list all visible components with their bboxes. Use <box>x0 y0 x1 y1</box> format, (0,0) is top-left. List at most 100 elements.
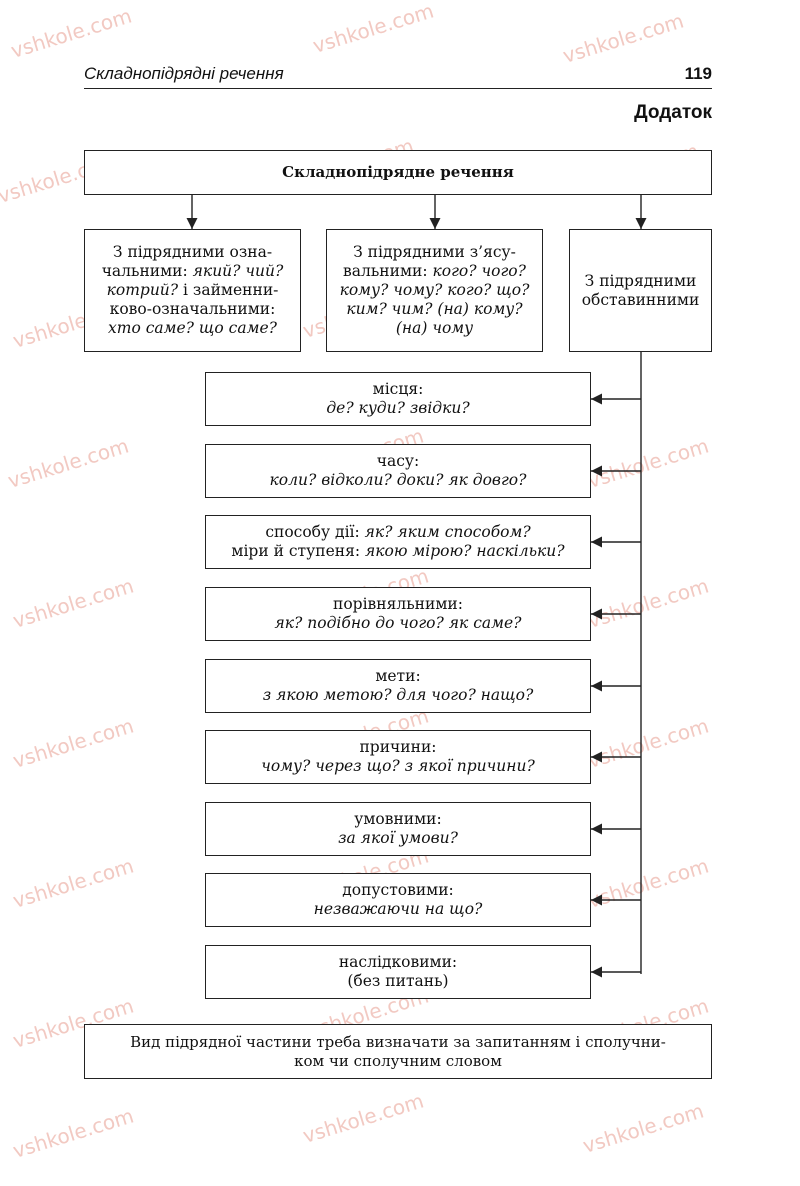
adverbial-type-label: мети:з якою метою? для чого? нащо? <box>257 667 540 705</box>
label-text: способу дії: <box>265 523 365 541</box>
adverbial-type-node: мети:з якою метою? для чого? нащо? <box>205 659 591 713</box>
label-text: обставинними <box>581 290 700 309</box>
label-text: наслідковими: <box>338 953 458 971</box>
adverbial-type-label: умовними:за якої умови? <box>332 810 464 848</box>
label-text: причини: <box>359 738 437 756</box>
question-text: хто саме? що саме? <box>108 319 277 337</box>
adverbial-type-node: допустовими:незважаючи на що? <box>205 873 591 927</box>
text-line: котрий? і займенни- <box>102 281 284 300</box>
text-line: чому? через що? з якої причини? <box>261 757 535 776</box>
adverbial-type-node: умовними:за якої умови? <box>205 802 591 856</box>
text-line: ким? чим? (на) кому? <box>340 300 530 319</box>
adverbial-type-label: способу дії: як? яким способом?міри й ст… <box>225 523 570 561</box>
text-line: наслідковими: <box>339 953 457 972</box>
text-line: хто саме? що саме? <box>102 319 284 338</box>
label-text: умовними: <box>354 810 442 828</box>
adverbial-type-node: місця:де? куди? звідки? <box>205 372 591 426</box>
attributive-node: З підрядними озна-чальними: який? чий?ко… <box>84 229 301 352</box>
explanatory-node: З підрядними з’ясу-вальними: кого? чого?… <box>326 229 543 352</box>
text-line: кому? чому? кого? що? <box>340 281 530 300</box>
attributive-label: З підрядними озна-чальними: який? чий?ко… <box>96 243 290 338</box>
adverbial-type-node: часу:коли? відколи? доки? як довго? <box>205 444 591 498</box>
text-line: незважаючи на що? <box>314 900 483 919</box>
text-line: допустовими: <box>314 881 483 900</box>
adverbial-type-label: наслідковими:(без питань) <box>333 953 463 991</box>
text-line: З підрядними озна- <box>102 243 284 262</box>
question-text: кому? чому? кого? що? <box>339 281 530 299</box>
question-text: як? подібно до чого? як саме? <box>274 614 522 632</box>
text-line: місця: <box>326 380 469 399</box>
adverbial-type-node: наслідковими:(без питань) <box>205 945 591 999</box>
label-text: З підрядними озна- <box>112 243 273 261</box>
adverbial-type-label: причини:чому? через що? з якої причини? <box>255 738 541 776</box>
question-text: котрий? <box>106 281 179 299</box>
note-line: ком чи сполучним словом <box>294 1051 502 1070</box>
question-text: який? чий? <box>192 262 284 280</box>
question-text: якою мірою? наскільки? <box>365 542 565 560</box>
text-line: як? подібно до чого? як саме? <box>275 614 522 633</box>
adverbial-type-node: способу дії: як? яким способом?міри й ст… <box>205 515 591 569</box>
note-text: Вид підрядної частини треба визначати за… <box>124 1033 672 1071</box>
running-header: Складнопідрядні речення 119 <box>84 60 712 89</box>
text-line: З підрядними з’ясу- <box>340 243 530 262</box>
adverbial-type-label: часу:коли? відколи? доки? як довго? <box>264 452 533 490</box>
adverbial-type-label: місця:де? куди? звідки? <box>320 380 475 418</box>
text-line: чальними: який? чий? <box>102 262 284 281</box>
question-text: незважаючи на що? <box>313 900 483 918</box>
text-line: причини: <box>261 738 535 757</box>
root-label: Складнопідрядне речення <box>282 163 514 181</box>
label-text: допустовими: <box>342 881 454 899</box>
label-text: (без питань) <box>347 972 449 990</box>
text-line: способу дії: як? яким способом? <box>231 523 564 542</box>
label-text: порівняльними: <box>333 595 463 613</box>
label-text: ково-означальними: <box>109 300 276 318</box>
question-text: чому? через що? з якої причини? <box>261 757 535 775</box>
note-line: Вид підрядної частини треба визначати за… <box>130 1032 666 1051</box>
page-number: 119 <box>684 64 712 83</box>
adverbial-branch-arrows <box>591 393 641 978</box>
label-text: вальними: <box>343 262 433 280</box>
text-line: коли? відколи? доки? як довго? <box>270 471 527 490</box>
note-box: Вид підрядної частини треба визначати за… <box>84 1024 712 1079</box>
text-line: порівняльними: <box>275 595 522 614</box>
label-text: міри й ступеня: <box>231 542 365 560</box>
label-text: З підрядними з’ясу- <box>353 243 516 261</box>
text-line: (на) чому <box>340 319 530 338</box>
label-text: часу: <box>376 452 420 470</box>
root-node: Складнопідрядне речення <box>84 150 712 195</box>
appendix-title: Додаток <box>634 102 712 123</box>
label-text: і займенни- <box>178 281 279 299</box>
chapter-title: Складнопідрядні речення <box>84 64 284 83</box>
label-text: місця: <box>372 380 424 398</box>
text-line: умовними: <box>338 810 458 829</box>
question-text: (на) чому <box>395 319 474 337</box>
label-text: мети: <box>375 667 421 685</box>
text-line: за якої умови? <box>338 829 458 848</box>
question-text: кого? чого? <box>432 262 526 280</box>
adverbial-type-node: причини:чому? через що? з якої причини? <box>205 730 591 784</box>
question-text: ким? чим? (на) кому? <box>346 300 523 318</box>
question-text: де? куди? звідки? <box>326 399 470 417</box>
text-line: де? куди? звідки? <box>326 399 469 418</box>
label-text: З підрядними <box>584 271 697 290</box>
question-text: за якої умови? <box>338 829 458 847</box>
text-line: (без питань) <box>339 972 457 991</box>
text-line: з якою метою? для чого? нащо? <box>263 686 534 705</box>
text-line: обставинними <box>582 291 700 310</box>
question-text: як? яким способом? <box>364 523 531 541</box>
text-line: ково-означальними: <box>102 300 284 319</box>
question-text: з якою метою? для чого? нащо? <box>262 686 534 704</box>
text-line: часу: <box>270 452 527 471</box>
explanatory-label: З підрядними з’ясу-вальними: кого? чого?… <box>334 243 536 338</box>
label-text: чальними: <box>101 262 193 280</box>
text-line: З підрядними <box>582 272 700 291</box>
text-line: мети: <box>263 667 534 686</box>
adverbial-type-label: порівняльними:як? подібно до чого? як са… <box>269 595 528 633</box>
adverbial-type-node: порівняльними:як? подібно до чого? як са… <box>205 587 591 641</box>
text-line: вальними: кого? чого? <box>340 262 530 281</box>
text-line: міри й ступеня: якою мірою? наскільки? <box>231 542 564 561</box>
question-text: коли? відколи? доки? як довго? <box>269 471 527 489</box>
